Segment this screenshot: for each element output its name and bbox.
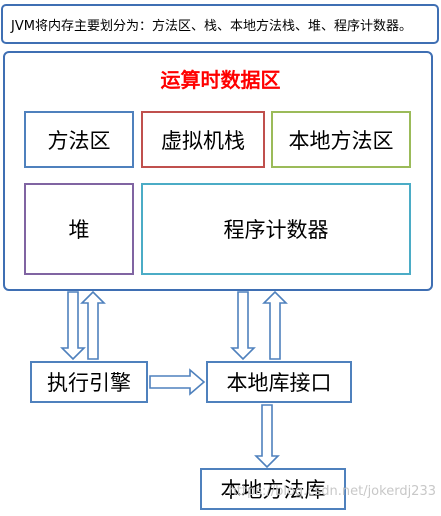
native-library-box: 本地方法库: [200, 468, 346, 510]
arrow-runtime-to-engine: [60, 291, 86, 361]
diagram-caption: JVM将内存主要划分为：方法区、栈、本地方法栈、堆、程序计数器。: [1, 4, 439, 44]
arrow-native-interface-to-library: [254, 404, 280, 469]
arrow-engine-to-runtime: [80, 290, 106, 360]
watermark: https://blog.csdn.net/jokerdj233: [228, 483, 436, 499]
arrow-runtime-to-native-interface: [230, 291, 256, 361]
caption-text: JVM将内存主要划分为：方法区、栈、本地方法栈、堆、程序计数器。: [11, 18, 412, 34]
program-counter-box: 程序计数器: [141, 183, 411, 275]
native-method-area-box: 本地方法区: [271, 111, 411, 168]
method-area-box: 方法区: [24, 111, 134, 168]
heap-box: 堆: [24, 183, 134, 275]
arrow-engine-to-native-interface: [149, 368, 206, 396]
arrow-native-interface-to-runtime: [262, 290, 288, 360]
runtime-data-area-title: 运算时数据区: [160, 67, 281, 92]
execution-engine-box: 执行引擎: [30, 361, 148, 403]
vm-stack-box: 虚拟机栈: [141, 111, 265, 168]
runtime-data-area: [3, 51, 433, 291]
native-interface-box: 本地库接口: [206, 361, 352, 403]
